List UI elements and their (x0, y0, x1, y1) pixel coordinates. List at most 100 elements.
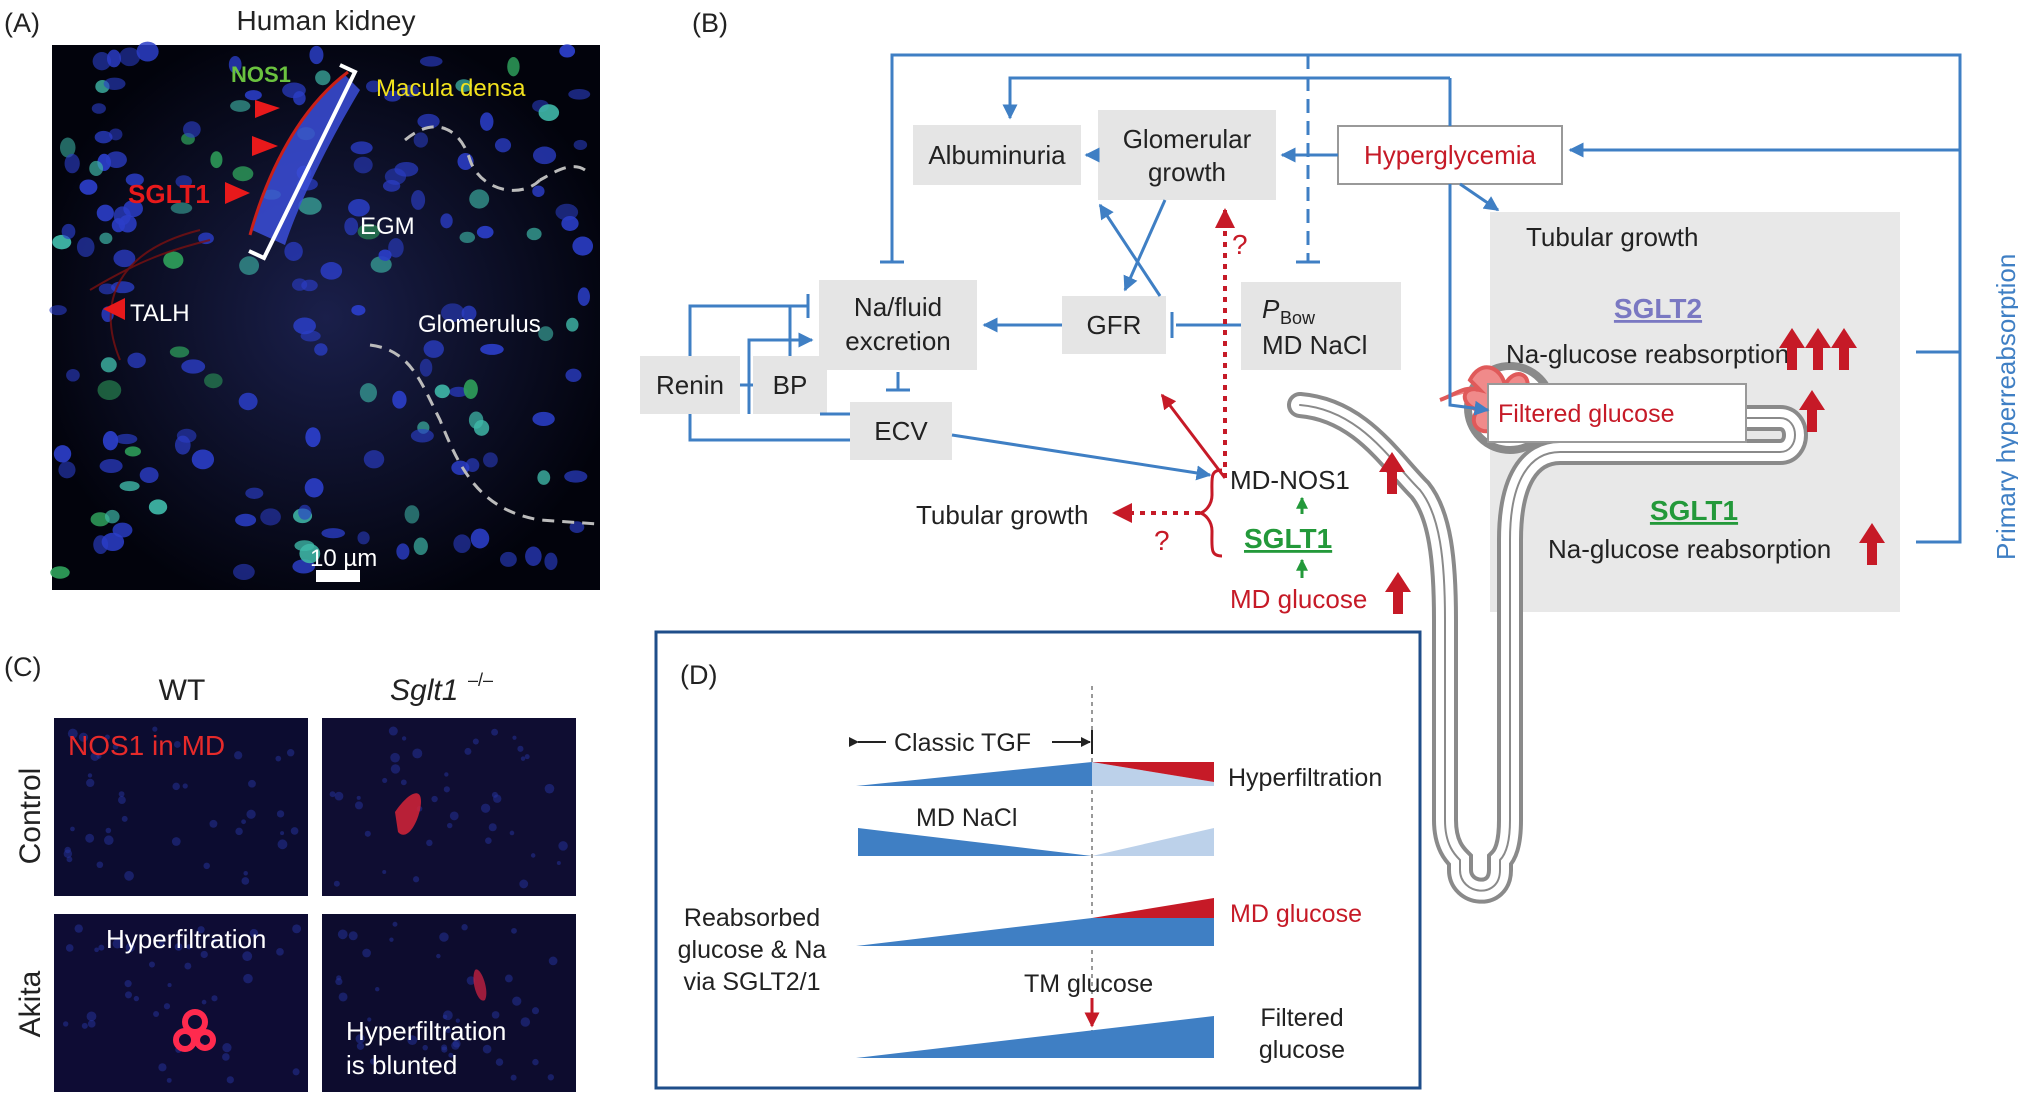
nucleus (499, 551, 517, 567)
row-control: Control (14, 768, 47, 865)
nucleus (226, 1076, 234, 1084)
nucleus (239, 256, 260, 275)
question-mark-gfr: ? (1232, 229, 1248, 260)
nucleus (304, 478, 324, 498)
arrowhead-icon (103, 298, 125, 320)
nucleus (101, 532, 125, 552)
nucleus (333, 880, 340, 887)
albuminuria-text: Albuminuria (928, 140, 1066, 170)
nucleus (348, 198, 370, 217)
nucleus (338, 992, 348, 1002)
nucleus (86, 778, 95, 788)
nucleus (123, 200, 144, 218)
scale-label: 10 µm (310, 545, 377, 572)
na-fluid-text-2: excretion (845, 326, 951, 356)
nucleus (344, 217, 359, 236)
nucleus (282, 82, 306, 99)
sglt1-reabsorption-label: Na-glucose reabsorption (1548, 534, 1831, 564)
nucleus (524, 754, 530, 760)
nucleus (118, 791, 125, 797)
nucleus (246, 809, 256, 819)
nucleus (367, 1017, 372, 1022)
nucleus (390, 764, 401, 774)
nucleus (401, 736, 407, 741)
nucleus (109, 128, 123, 141)
nucleus (321, 528, 346, 539)
nucleus (413, 537, 428, 556)
nucleus (382, 870, 387, 875)
tubular-growth-label: Tubular growth (1526, 222, 1698, 252)
filtered-glucose-label-1: Filtered (1260, 1004, 1343, 1032)
ecv-box (850, 402, 952, 460)
nucleus (222, 1042, 232, 1053)
sglt2-reabsorption-label: Na-glucose reabsorption (1506, 339, 1789, 369)
classic-tgf-bg (886, 728, 1052, 758)
panel-c: (C) WT Sglt1 –/– Control Akita NOS1 in M… (4, 652, 576, 1092)
md-nacl-label-d: MD NaCl (916, 804, 1017, 832)
nucleus (173, 741, 181, 748)
nucleus (443, 786, 450, 793)
macula-densa-bracket (248, 63, 358, 261)
nucleus (411, 190, 426, 210)
nucleus (211, 938, 217, 944)
pbow-sub-text: Bow (1280, 308, 1316, 328)
panel-d-letter: (D) (680, 660, 717, 690)
nucleus (544, 552, 558, 571)
nucleus (434, 384, 450, 399)
nucleus (105, 827, 112, 834)
nucleus (519, 879, 529, 889)
nucleus (520, 756, 526, 761)
panel-d: (D) Classic TGF Hyperfiltration MD NaCl … (654, 630, 1422, 1090)
nucleus (488, 823, 497, 832)
arrowhead-icon (252, 136, 278, 156)
panel-b-letter: (B) (692, 8, 728, 38)
nucleus (419, 56, 443, 67)
nucleus (449, 386, 468, 398)
nucleus (354, 801, 363, 810)
renin-text: Renin (656, 370, 724, 400)
increase-arrows (1379, 328, 1885, 614)
nucleus (53, 445, 72, 463)
talh-label: TALH (130, 300, 190, 327)
nucleus (66, 368, 80, 382)
nucleus (104, 509, 120, 524)
nucleus (70, 826, 75, 832)
nucleus (298, 504, 312, 520)
reabsorbed-wedge (856, 918, 1092, 946)
nucleus (181, 359, 206, 374)
nucleus (96, 753, 102, 759)
nucleus (507, 56, 520, 77)
nucleus (400, 779, 407, 786)
nucleus (480, 343, 504, 355)
nucleus (494, 138, 512, 153)
nucleus (445, 1027, 452, 1034)
nucleus (127, 352, 146, 369)
nucleus (485, 837, 492, 844)
nucleus (451, 1041, 460, 1050)
nucleus (124, 980, 132, 988)
arrowhead-icon (225, 182, 250, 204)
reabsorbed-plateau (1092, 918, 1214, 946)
nucleus (243, 871, 248, 876)
md-glucose-wedge (1092, 898, 1214, 918)
reabsorbed-label-2: glucose & Na (678, 936, 827, 964)
nucleus (163, 1003, 171, 1010)
panel-a-letter: (A) (4, 8, 40, 38)
md-brace (1199, 468, 1223, 558)
gfr-wedge-light (1092, 762, 1214, 786)
nucleus (121, 815, 128, 822)
nucleus (566, 317, 579, 332)
nucleus (96, 861, 104, 869)
sglt1-membrane (248, 70, 349, 236)
nucleus (148, 499, 168, 515)
nucleus (290, 827, 299, 835)
nucleus (459, 231, 476, 244)
increase-arrow-icon (1799, 390, 1825, 432)
nucleus (480, 112, 494, 131)
increase-arrow-icon (1379, 452, 1405, 494)
nucleus (201, 999, 207, 1005)
nucleus (249, 928, 259, 938)
nucleus (163, 251, 184, 269)
nucleus (153, 1010, 160, 1017)
nucleus (388, 238, 404, 258)
